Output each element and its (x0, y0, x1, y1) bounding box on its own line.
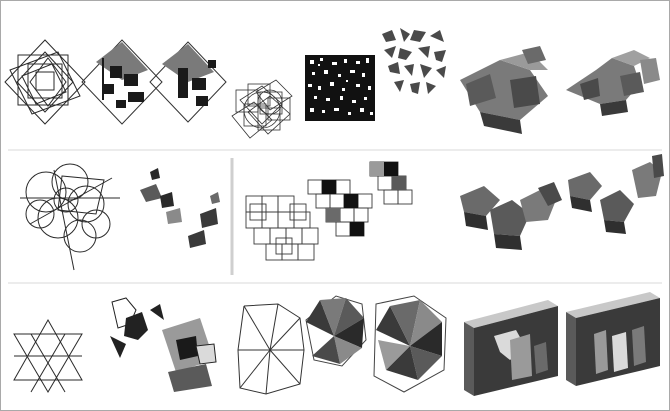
black-noise-square (305, 55, 375, 121)
radiating-shaded-triangles-a (306, 296, 366, 366)
grid-with-dark-cells (308, 162, 412, 236)
3d-wall-with-cutouts-a (464, 300, 558, 396)
triangle-star-outline (14, 320, 82, 392)
scattered-dark-blocks (140, 168, 220, 248)
3d-chain-blocks-a (460, 182, 562, 250)
3d-block-cluster-a (460, 46, 548, 134)
scattered-fragments (382, 28, 446, 94)
3d-wall-with-cutouts-b (566, 292, 660, 386)
radiating-shaded-triangles-b (374, 296, 446, 392)
3d-block-cluster-b (566, 50, 660, 116)
radiating-triangles-outline (238, 304, 304, 394)
arrow-and-triangle-compositions (110, 298, 216, 392)
nested-rotated-squares (5, 40, 85, 124)
overlapping-outlined-shapes (232, 80, 292, 138)
3d-chain-blocks-b (568, 154, 664, 234)
circles-and-lines (20, 164, 120, 270)
square-grid-cluster (246, 196, 318, 260)
